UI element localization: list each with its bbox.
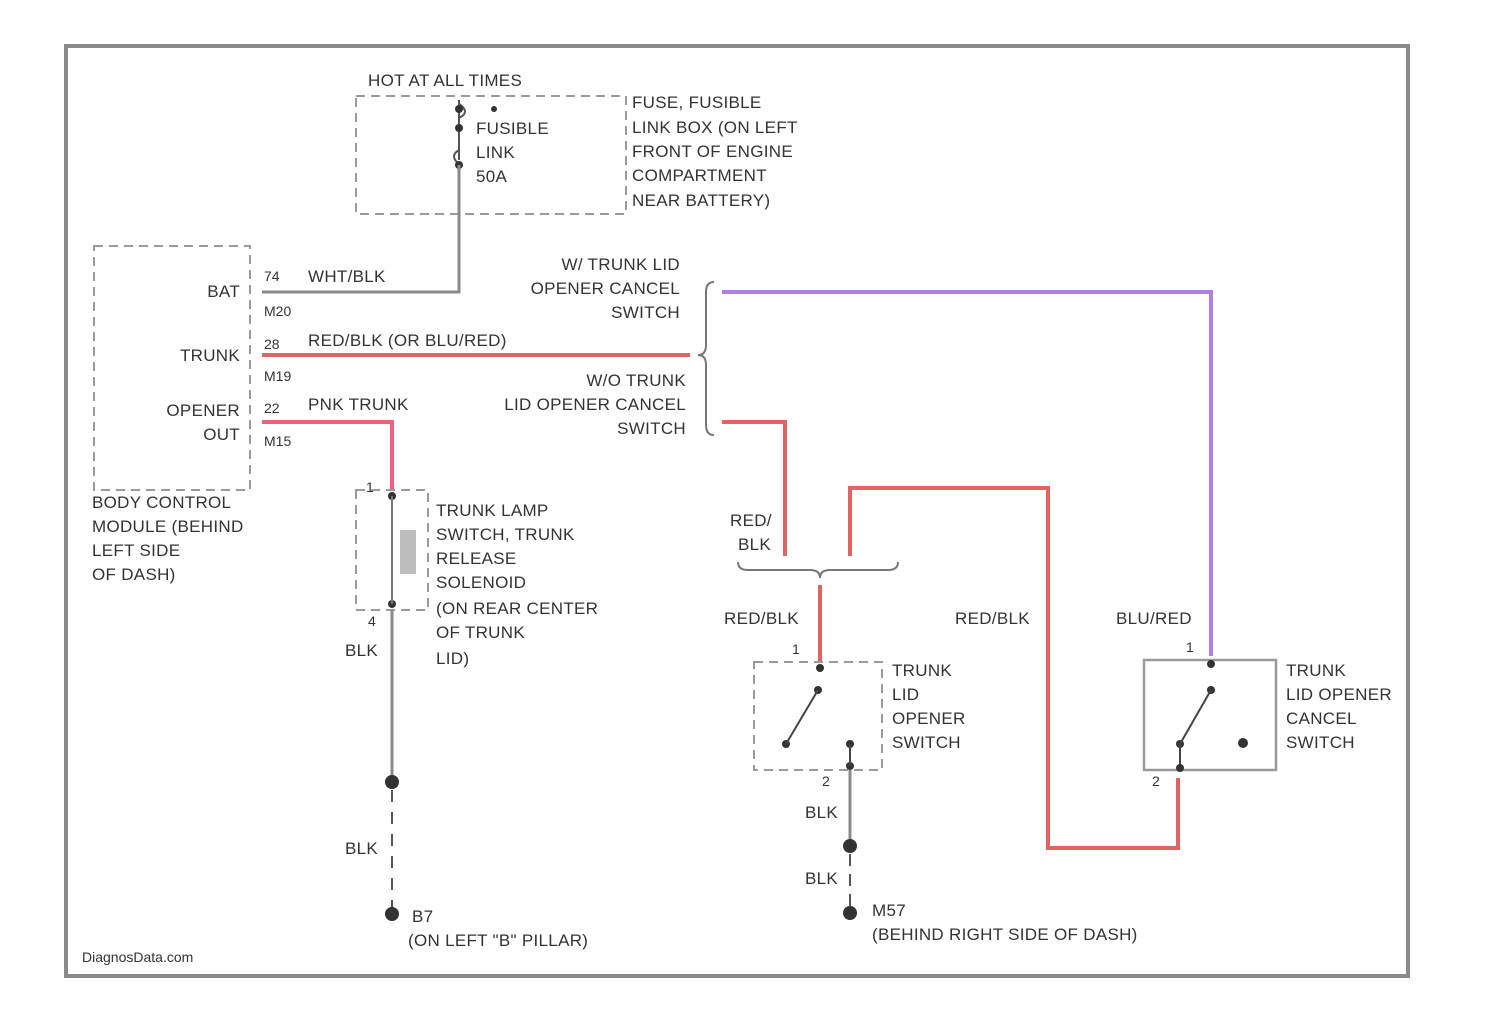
bcm-pin-bat-label: BAT [207,282,240,301]
variant-with-line-2: OPENER CANCEL [531,279,680,298]
ground-b7-id: B7 [412,907,433,926]
bcm-pin-opener-connector: M15 [264,433,291,449]
bcm-pin-trunk-number: 28 [264,336,280,352]
solenoid-label-line-3: RELEASE [436,549,517,568]
opener-switch-contact-icon [786,690,818,744]
fuse-header: HOT AT ALL TIMES [368,71,522,90]
variant-without-line-1: W/O TRUNK [586,371,686,390]
opener-switch-pin-bottom: 2 [822,773,830,789]
opener-switch-pin-top: 1 [792,641,800,657]
bcm-pin-bat-connector: M20 [264,303,291,319]
bcm-pin-opener-number: 22 [264,400,280,416]
cancel-switch-label-line-2: LID OPENER [1286,685,1392,704]
solenoid-coil-icon [400,530,416,574]
bcm-pin-opener-label-1: OPENER [166,401,240,420]
trunk-lid-opener-cancel-switch: 1 2 TRUNK LID OPENER CANCEL SWITCH [1144,639,1392,789]
fuse-label-line-2: LINK [476,143,515,162]
cancel-switch-pin-bottom: 2 [1152,773,1160,789]
fuse-location-line-5: NEAR BATTERY) [632,191,770,210]
solenoid-pin-top: 1 [366,479,374,495]
cancel-switch-label-line-4: SWITCH [1286,733,1355,752]
solenoid-label-line-1: TRUNK LAMP [436,501,549,520]
splice-bracket [738,562,898,578]
solenoid-label-line-6: OF TRUNK [436,623,525,642]
cancel-switch-wire-in: RED/BLK [955,609,1030,628]
opener-switch-label-line-2: LID [892,685,919,704]
cancel-switch-label-line-3: CANCEL [1286,709,1357,728]
ground-m57-id: M57 [872,901,906,920]
solenoid-label-line-7: LID) [436,649,469,668]
cancel-switch-pin-top: 1 [1186,639,1194,655]
bcm-location-line-2: MODULE (BEHIND [92,517,244,536]
cancel-switch-feed-wire [722,292,1211,656]
solenoid-label-line-5: (ON REAR CENTER [436,599,598,618]
variant-without-line-2: LID OPENER CANCEL [504,395,686,414]
opener-out-wire-color: PNK TRUNK [308,395,409,414]
variant-with-line-1: W/ TRUNK LID [561,255,680,274]
bcm-location-line-3: LEFT SIDE [92,541,180,560]
bcm-pin-trunk-label: TRUNK [180,346,240,365]
cancel-switch-label-line-1: TRUNK [1286,661,1346,680]
opener-switch-label-line-3: OPENER [892,709,966,728]
bcm-pin-opener-label-2: OUT [203,425,240,444]
fuse-location-line-3: FRONT OF ENGINE [632,142,793,161]
fuse-location-line-4: COMPARTMENT [632,166,767,185]
bcm-location-line-4: OF DASH) [92,565,176,584]
fuse-location-line-2: LINK BOX (ON LEFT [632,118,798,137]
opener-splice-dot [843,839,857,853]
ground-b7-location: (ON LEFT "B" PILLAR) [408,931,588,950]
solenoid-ground-wire-color: BLK [345,641,378,660]
cancel-switch-outline [1144,660,1276,770]
opener-switch-label-line-4: SWITCH [892,733,961,752]
fuse-label-line-1: FUSIBLE [476,119,549,138]
opener-input-wire-line-1: RED/ [730,511,772,530]
opener-switch-outline [754,662,882,770]
solenoid-label-line-4: SOLENOID [436,573,526,592]
opener-switch-label-line-1: TRUNK [892,661,952,680]
bcm-pin-bat-number: 74 [264,268,280,284]
bcm-pin-trunk-connector: M19 [264,368,291,384]
solenoid-pin-bottom: 4 [368,613,376,629]
fuse-block: HOT AT ALL TIMES FUSIBLE LINK 50A FUSE, … [356,71,798,214]
variant-with-line-3: SWITCH [611,303,680,322]
watermark: DiagnosData.com [82,949,193,965]
solenoid-label-line-2: SWITCH, TRUNK [436,525,575,544]
solenoid-ground-wire-color-2: BLK [345,839,378,858]
opener-ground-wire-color-2: BLK [805,869,838,888]
splice-wire-color: RED/BLK [724,609,799,628]
ground-m57-location: (BEHIND RIGHT SIDE OF DASH) [872,925,1138,944]
opener-ground-wire-color: BLK [805,803,838,822]
cancel-switch-contact-icon [1180,690,1211,744]
trunk-wire-color: RED/BLK (OR BLU/RED) [308,331,507,350]
solenoid-splice-dot [385,775,399,789]
variant-bracket [698,282,714,435]
cancel-switch-wire-top: BLU/RED [1116,609,1192,628]
fuse-label-line-3: 50A [476,167,508,186]
body-control-module: BAT TRUNK OPENER OUT 74 M20 28 M19 22 M1… [92,246,291,584]
bat-wire-color: WHT/BLK [308,267,386,286]
ground-b7-icon [385,907,399,921]
bcm-location-line-1: BODY CONTROL [92,493,231,512]
fuse-location-line-1: FUSE, FUSIBLE [632,93,762,112]
ground-m57-icon [843,906,857,920]
trunk-lid-opener-switch: 1 2 TRUNK LID OPENER SWITCH [754,641,966,789]
opener-input-wire-line-2: BLK [738,535,771,554]
variant-without-line-3: SWITCH [617,419,686,438]
